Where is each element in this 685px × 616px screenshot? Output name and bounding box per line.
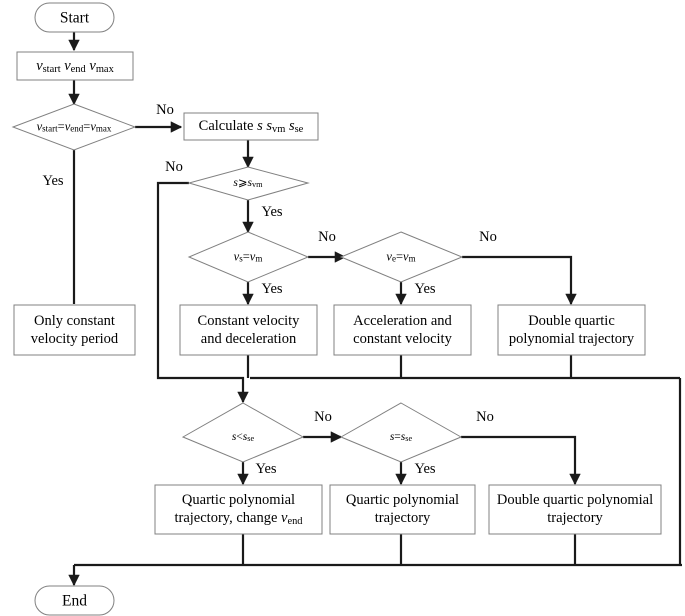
- node-end[interactable]: [34, 585, 115, 616]
- edge-label-vevm-yes: Yes: [414, 281, 435, 297]
- node-start[interactable]: [34, 2, 115, 33]
- node-double-quartic-bottom[interactable]: [488, 484, 662, 535]
- node-quartic[interactable]: [329, 484, 476, 535]
- node-decision-s-eq-sse[interactable]: [339, 402, 463, 463]
- edge-label-vevm-no: No: [479, 229, 497, 245]
- edge-sse-eq-no-to-double-quartic-bottom: [461, 435, 581, 486]
- edge-label-sse-eq-no: No: [476, 409, 494, 425]
- node-quartic-change[interactable]: [154, 484, 323, 535]
- node-decision-s-ge-svm[interactable]: [187, 166, 310, 201]
- node-calculate[interactable]: [183, 112, 319, 141]
- node-only-constant[interactable]: [13, 304, 136, 356]
- edge-label-sse-lt-yes: Yes: [255, 461, 276, 477]
- edge-svm-no: [156, 181, 249, 404]
- edge-label-svm-no: No: [165, 159, 183, 175]
- node-decision-ve-vm[interactable]: [339, 231, 464, 283]
- node-quartic-label: Quartic polynomial: [346, 492, 459, 508]
- node-decision-vs-vm[interactable]: [187, 231, 310, 283]
- node-const-decel[interactable]: [179, 304, 318, 356]
- node-decision-vs-vm-label: vs=vm: [234, 249, 263, 263]
- node-decision-ve-vm-label: ve=vm: [386, 249, 415, 263]
- node-inputs[interactable]: [16, 51, 134, 81]
- node-quartic-change-label: Quartic polynomial: [182, 492, 295, 508]
- node-accel-const-label-2: constant velocity: [353, 331, 452, 347]
- edge-label-vsvm-yes: Yes: [261, 281, 282, 297]
- node-double-quartic-top-label-2: polynomial trajectory: [509, 331, 635, 347]
- node-inputs-label: vstart vend vmax: [36, 58, 114, 74]
- node-only-constant-label: Only constant: [34, 313, 115, 329]
- node-double-quartic-top-label: Double quartic: [528, 313, 615, 329]
- node-const-decel-label-2: and deceleration: [201, 331, 297, 347]
- edge-vevm-no-to-double-quartic-top: [462, 255, 577, 306]
- node-decision-s-lt-sse[interactable]: [181, 402, 305, 463]
- node-quartic-label-2: trajectory: [375, 510, 431, 526]
- edge-label-vsvm-no: No: [318, 229, 336, 245]
- node-accel-const-label: Acceleration and: [353, 313, 452, 329]
- node-start-label: Start: [60, 9, 90, 26]
- node-double-quartic-top[interactable]: [497, 304, 646, 356]
- node-const-decel-label: Constant velocity: [198, 313, 301, 329]
- edge-label-equal-yes: Yes: [42, 173, 63, 189]
- node-double-quartic-bottom-label-2: trajectory: [547, 510, 603, 526]
- edge-label-sse-lt-no: No: [314, 409, 332, 425]
- node-end-label: End: [62, 592, 87, 609]
- node-decision-equal[interactable]: [11, 103, 137, 151]
- edge-label-sse-eq-yes: Yes: [414, 461, 435, 477]
- node-double-quartic-bottom-label: Double quartic polynomial: [497, 492, 653, 508]
- node-quartic-change-label-2: trajectory, change vend: [174, 510, 303, 526]
- node-decision-s-ge-svm-label: s⩾svm: [233, 177, 263, 189]
- node-calculate-label: Calculate s svm sse: [199, 118, 304, 134]
- edge-label-equal-no: No: [156, 102, 174, 118]
- edge-label-svm-yes: Yes: [261, 204, 282, 220]
- node-accel-const[interactable]: [333, 304, 472, 356]
- node-decision-s-lt-sse-label: s<sse: [232, 431, 255, 443]
- node-decision-s-eq-sse-label: s=sse: [390, 431, 413, 443]
- node-decision-equal-label: vstart=vend=vmax: [37, 119, 112, 133]
- node-only-constant-label-2: velocity period: [31, 331, 119, 347]
